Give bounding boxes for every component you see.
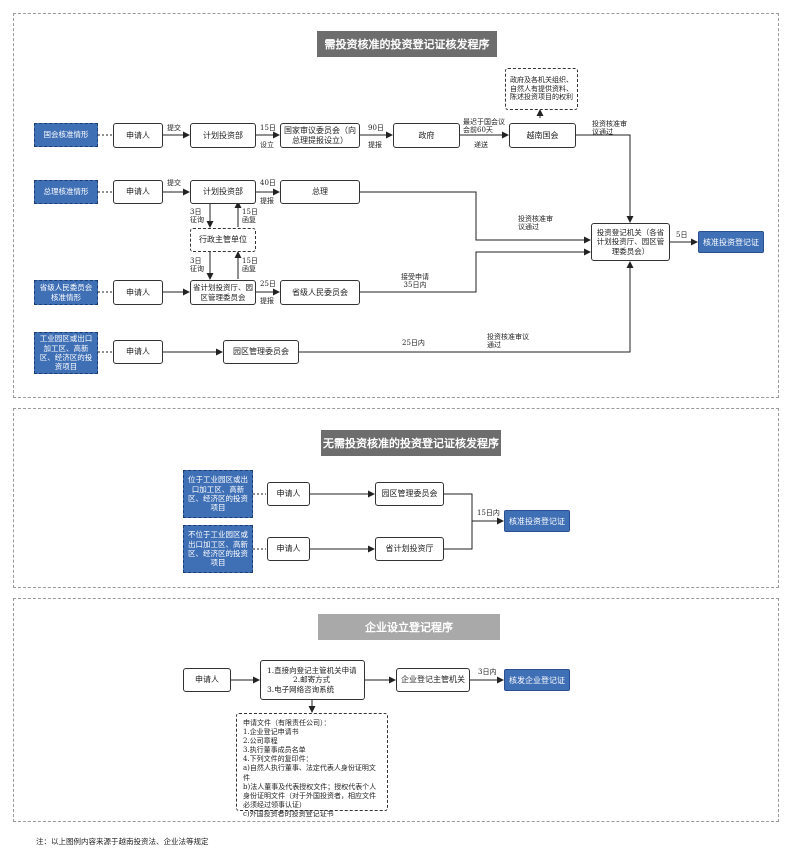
investment-certificate-result-s2: 核准投资登记证 bbox=[504, 510, 570, 532]
admin-unit-box: 行政主管单位 bbox=[190, 228, 256, 252]
label-25-days: 25日 bbox=[260, 280, 276, 288]
doc-line-3: 3.执行董事成员名单 bbox=[243, 746, 306, 755]
applicant-box-s2-1: 申请人 bbox=[267, 482, 310, 506]
doc-line-1: 1.企业登记申请书 bbox=[243, 728, 299, 737]
dpi-box: 省计划投资厅、园区管理委员会 bbox=[190, 280, 256, 305]
label-reply-1: 15日函复 bbox=[242, 208, 258, 225]
label-submit-1: 提交 bbox=[167, 124, 181, 132]
method-direct: 1.直接向登记主管机关申请 bbox=[267, 665, 357, 675]
application-documents-box: 申请文件（有限责任公司）： 1.企业登记申请书 2.公司章程 3.执行董事成员名… bbox=[236, 713, 388, 818]
doc-line-6: b)法人董事及代表授权文件；授权代表个人身份证明文件（对于外国投资者，相应文件必… bbox=[243, 782, 377, 809]
state-committee-box: 国家审议委员会（向总理提报设立） bbox=[280, 123, 360, 148]
label-deliver: 递送 bbox=[474, 141, 488, 149]
zone-committee-box: 园区管理委员会 bbox=[223, 340, 299, 364]
label-within-15: 15日内 bbox=[477, 509, 500, 517]
label-90-days: 90日 bbox=[368, 124, 384, 132]
section-no-approval bbox=[13, 408, 779, 588]
label-report-2: 提报 bbox=[260, 197, 274, 205]
national-assembly-box: 越南国会 bbox=[509, 123, 576, 148]
government-note-box: 政府及各机关组织、自然人有提供资料、陈述投资项目的权利 bbox=[505, 68, 578, 110]
applicant-box-s3: 申请人 bbox=[183, 668, 231, 692]
dpi-box-s2: 省计划投资厅 bbox=[375, 537, 444, 561]
label-submit-2: 提交 bbox=[167, 179, 181, 187]
label-setup: 设立 bbox=[260, 141, 274, 149]
section-investment-approval bbox=[13, 13, 779, 398]
applicant-box-s2-2: 申请人 bbox=[267, 537, 310, 561]
label-40-days: 40日 bbox=[260, 179, 276, 187]
label-approved-national: 投资核准审议通过 bbox=[592, 120, 627, 137]
doc-line-2: 2.公司章程 bbox=[243, 737, 278, 746]
label-report-1: 提报 bbox=[368, 141, 382, 149]
method-mail: 2.邮寄方式 bbox=[293, 675, 331, 685]
registration-authority-box: 企业登记主管机关 bbox=[396, 668, 470, 692]
province-committee-box: 省级人民委员会 bbox=[280, 280, 360, 305]
label-report-3: 提报 bbox=[260, 297, 274, 305]
label-15-days: 15日 bbox=[260, 124, 276, 132]
investment-certificate-result: 核准投资登记证 bbox=[698, 231, 764, 253]
doc-line-5: a)自然人执行董事、法定代表人身份证明文件 bbox=[243, 764, 376, 782]
doc-line-7: c)外国投资者的投资登记证书 bbox=[243, 809, 334, 818]
side-prime-minister: 总理核准情形 bbox=[34, 180, 98, 204]
applicant-box-2: 申请人 bbox=[113, 180, 163, 204]
label-within-25: 25日内 bbox=[402, 339, 425, 347]
section1-title: 需投资核准的投资登记证核发程序 bbox=[317, 31, 497, 57]
enterprise-certificate-result: 核发企业登记证 bbox=[504, 669, 570, 691]
government-box: 政府 bbox=[393, 123, 460, 148]
mpi-box-2: 计划投资部 bbox=[190, 180, 256, 204]
method-online: 3.电子网络咨询系统 bbox=[267, 684, 335, 694]
side-national-assembly: 国会核准情形 bbox=[34, 123, 98, 147]
side-province: 省级人民委员会核准情形 bbox=[34, 280, 98, 305]
doc-line-4: 4.下列文件的复印件： bbox=[243, 755, 313, 764]
submission-methods-box: 1.直接向登记主管机关申请 2.邮寄方式 3.电子网络咨询系统 bbox=[260, 660, 365, 700]
label-consult-2: 3日征询 bbox=[190, 257, 204, 274]
side-zone: 工业园区或出口加工区、高新区、经济区的投资项目 bbox=[34, 332, 98, 374]
section2-title: 无需投资核准的投资登记证核发程序 bbox=[321, 430, 501, 456]
label-5-days: 5日 bbox=[676, 231, 688, 239]
doc-line-0: 申请文件（有限责任公司）： bbox=[243, 719, 331, 727]
label-60-days: 最迟于国会议会前60天 bbox=[463, 118, 505, 135]
section3-title: 企业设立登记程序 bbox=[318, 614, 500, 640]
label-accept-35: 接受申请35日内 bbox=[401, 273, 429, 290]
side-outside-zone: 不位于工业园区或出口加工区、高新区、经济区的投资项目 bbox=[183, 525, 253, 573]
applicant-box-3: 申请人 bbox=[113, 280, 163, 305]
side-inside-zone: 位于工业园区或出口加工区、高新区、经济区的投资项目 bbox=[183, 470, 253, 518]
label-approved-mid: 投资核准审议通过 bbox=[518, 215, 553, 232]
label-approved-zone: 投资核准审议通过 bbox=[487, 333, 529, 350]
footnote: 注：以上图例内容来源于越南投资法、企业法等规定 bbox=[36, 837, 209, 846]
registry-box: 投资登记机关（各省计划投资厅、园区管理委员会） bbox=[591, 223, 670, 261]
applicant-box-4: 申请人 bbox=[113, 340, 163, 364]
pm-box: 总理 bbox=[280, 180, 360, 204]
label-consult-1: 3日征询 bbox=[190, 208, 204, 225]
label-reply-2: 15日函复 bbox=[242, 257, 258, 274]
label-3-days: 3日内 bbox=[478, 668, 497, 676]
zone-committee-box-s2: 园区管理委员会 bbox=[375, 482, 444, 506]
section-enterprise-registration bbox=[13, 598, 779, 822]
applicant-box-1: 申请人 bbox=[113, 123, 163, 148]
mpi-box-1: 计划投资部 bbox=[190, 123, 256, 148]
